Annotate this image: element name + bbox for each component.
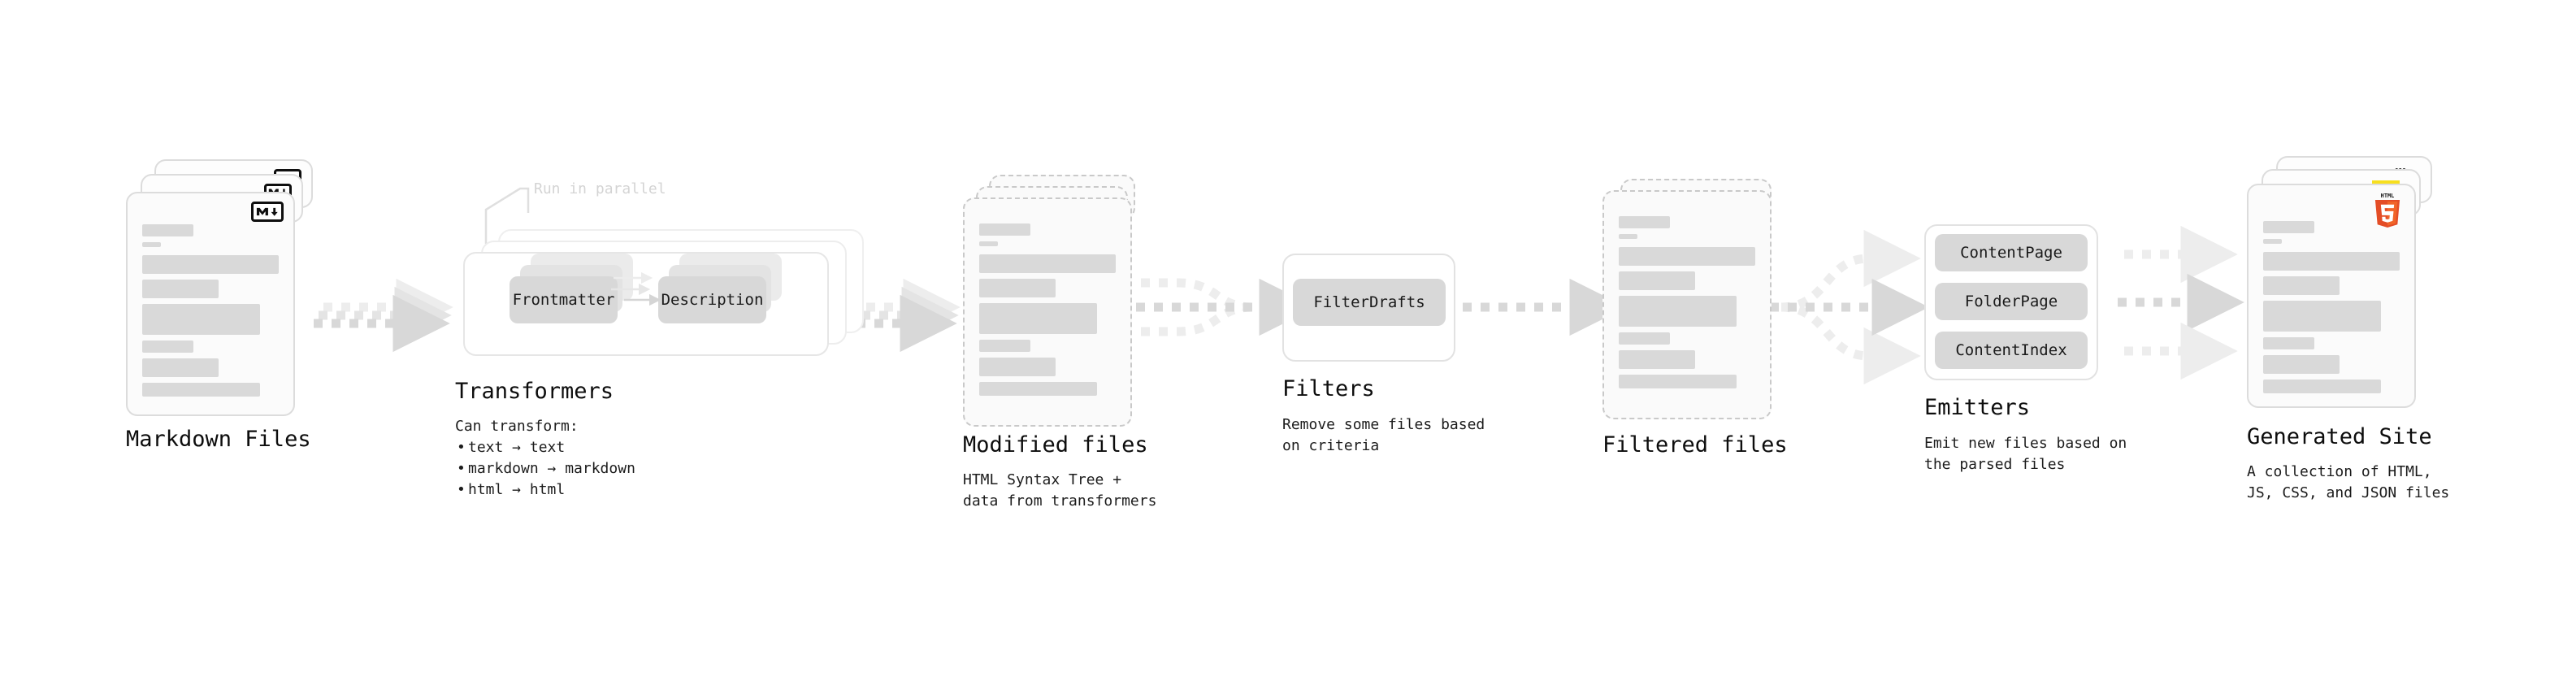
filtered-files-card-stack	[1602, 179, 1789, 447]
markdown-files-card-stack	[126, 159, 313, 427]
card-placeholder-lines	[142, 224, 279, 402]
filters-description: Remove some files based on criteria	[1282, 414, 1485, 457]
card-placeholder-lines	[2263, 221, 2400, 399]
emitters-caption: Emitters	[1924, 395, 2031, 420]
filters-caption: Filters	[1282, 376, 1375, 401]
generated-desc-line-1: JS, CSS, and JSON files	[2247, 484, 2450, 501]
svg-text:HTML: HTML	[2381, 193, 2395, 199]
emitters-desc-line-1: the parsed files	[1924, 456, 2066, 473]
html5-icon: HTML	[2372, 192, 2403, 228]
transformers-description: Can transform: text → text markdown → ma…	[455, 416, 635, 501]
filters-desc-line-0: Remove some files based	[1282, 416, 1485, 433]
emitter-chip-folderpage[interactable]: FolderPage	[1935, 283, 2088, 320]
filter-chip-filterdrafts[interactable]: FilterDrafts	[1293, 279, 1446, 326]
markdown-icon	[251, 202, 284, 222]
transformer-chip-frontmatter[interactable]: Frontmatter	[510, 276, 618, 323]
run-in-parallel-label: Run in parallel	[534, 180, 666, 197]
arrow-modified-to-filters	[1136, 278, 1316, 336]
filters-desc-line-1: on criteria	[1282, 437, 1380, 454]
modified-desc-line-0: HTML Syntax Tree +	[963, 471, 1122, 488]
modified-desc-line-1: data from transformers	[963, 492, 1157, 510]
transformers-bullet-0: text → text	[455, 437, 635, 458]
emitters-description: Emit new files based on the parsed files	[1924, 433, 2127, 475]
generated-site-description: A collection of HTML, JS, CSS, and JSON …	[2247, 462, 2449, 504]
transformers-caption: Transformers	[455, 379, 614, 404]
generated-card-front: HTML	[2247, 184, 2416, 408]
generated-site-caption: Generated Site	[2247, 424, 2432, 449]
emitter-chip-contentindex[interactable]: ContentIndex	[1935, 332, 2088, 369]
generated-desc-line-0: A collection of HTML,	[2247, 463, 2432, 480]
modified-files-card-stack	[963, 175, 1150, 443]
filtered-files-caption: Filtered files	[1602, 432, 1788, 458]
card-placeholder-lines	[979, 223, 1116, 401]
transformers-bullet-1: markdown → markdown	[455, 458, 635, 479]
filtered-card-front	[1602, 190, 1772, 419]
transformers-desc-line-0: Can transform:	[455, 418, 579, 435]
emitter-chip-contentpage[interactable]: ContentPage	[1935, 234, 2088, 271]
modified-card-front	[963, 197, 1132, 427]
markdown-files-caption: Markdown Files	[126, 427, 311, 452]
modified-files-description: HTML Syntax Tree + data from transformer…	[963, 470, 1156, 512]
card-placeholder-lines	[1619, 216, 1755, 394]
transformer-chip-description[interactable]: Description	[658, 276, 766, 323]
arrow-markdown-to-transformers	[314, 278, 453, 353]
transformers-bullet-2: html → html	[455, 479, 635, 501]
arrow-emitters-to-site	[2118, 225, 2244, 380]
generated-site-card-stack: CSS HTML	[2247, 156, 2442, 432]
modified-files-caption: Modified files	[963, 432, 1148, 458]
markdown-card-front	[126, 192, 295, 416]
emitters-desc-line-0: Emit new files based on	[1924, 435, 2127, 452]
